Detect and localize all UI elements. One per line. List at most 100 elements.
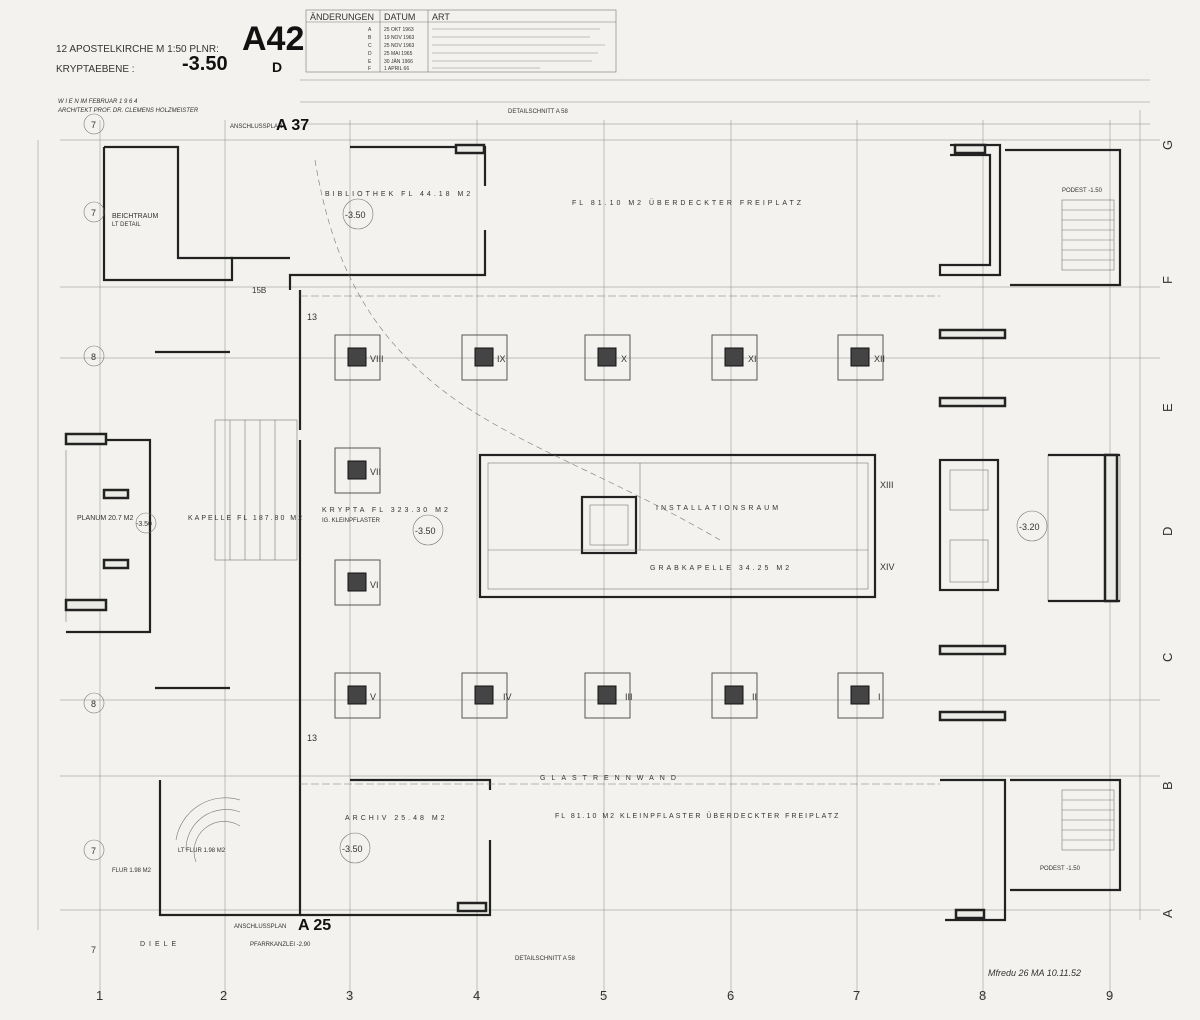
axis-row-label: E: [1160, 403, 1175, 412]
level-krypta: -3.50: [415, 526, 436, 536]
revision-header-type: ART: [432, 12, 450, 22]
revision-row-date: 30 JÄN 1966: [384, 58, 413, 65]
room-label-flur: FLUR 1.98 M2: [112, 868, 152, 874]
room-label-pfarrkanzlei: PFARRKANZLEI -2.90: [250, 942, 311, 948]
plan-number: A42: [242, 20, 304, 58]
pillar-label: X: [621, 354, 627, 364]
axis-col-label: 7: [853, 988, 860, 1003]
axis-mark: 7: [91, 945, 96, 955]
room-label-bibliothek: BIBLIOTHEK FL 44.18 M2: [325, 191, 473, 198]
pillar-label: XIV: [880, 562, 895, 572]
title-elevation: -3.50: [182, 53, 228, 75]
revision-row-num: C: [368, 43, 372, 49]
axis-mark: 8: [91, 352, 96, 362]
revision-row-date: 25 MAI 1965: [384, 51, 413, 57]
axis-col-label: 4: [473, 988, 480, 1003]
room-label-freiplatz-bottom: FL 81.10 M2 KLEINPFLASTER ÜBERDECKTER FR…: [555, 812, 840, 820]
label-podest-bottom: PODEST -1.50: [1040, 866, 1081, 872]
ref-a37: A 37: [276, 117, 309, 134]
pillar-labels: VIII IX X XI XII VII VI XIII XIV V IV II…: [370, 354, 895, 702]
row-axis-labels: G F E D C B A: [1160, 140, 1175, 918]
axis-row-label: C: [1160, 653, 1175, 662]
author-line-1: W I E N IM FEBRUAR 1 9 6 4: [58, 99, 138, 105]
pillar-label: XI: [748, 354, 757, 364]
title-line-2: KRYPTAEBENE :: [56, 64, 135, 75]
axis-col-label: 9: [1106, 988, 1113, 1003]
axis-row-label: D: [1160, 527, 1175, 536]
label-podest-top: PODEST -1.50: [1062, 188, 1103, 194]
room-label-kapelle: KAPELLE FL 187.80 M2: [188, 515, 304, 522]
revision-header-changes: ÄNDERUNGEN: [310, 12, 374, 22]
room-label-installation: INSTALLATIONSRAUM: [656, 505, 781, 512]
axis-col-label: 6: [727, 988, 734, 1003]
ref-13-top: 13: [307, 312, 317, 322]
room-label-freiplatz-top: FL 81.10 M2 ÜBERDECKTER FREIPLATZ: [572, 199, 804, 207]
ref-detailschnitt-top: DETAILSCHNITT A 58: [508, 109, 568, 115]
level-east: -3.20: [1019, 522, 1040, 532]
plan-references: ANSCHLUSSPLAN : A 37 ANSCHLUSSPLAN A 25 …: [230, 109, 575, 962]
room-label-planum: PLANUM 20.7 M2: [77, 515, 134, 522]
pillar-label: V: [370, 692, 376, 702]
axis-col-label: 2: [220, 988, 227, 1003]
revision-row-date: 25 NOV 1963: [384, 43, 415, 49]
axis-col-label: 5: [600, 988, 607, 1003]
axis-row-label: G: [1160, 140, 1175, 150]
revision-row-num: D: [368, 51, 372, 57]
level-kapelle: -3.50: [136, 521, 152, 528]
pillar-label: XIII: [880, 480, 894, 490]
axis-row-label: B: [1160, 781, 1175, 790]
axis-mark: 7: [91, 846, 96, 856]
ref-anschlussplan-bottom: ANSCHLUSSPLAN: [234, 924, 286, 930]
archive-stamp: Mfredu 26 MA 10.11.52: [988, 968, 1081, 978]
central-rooms: [102, 419, 1121, 603]
axis-col-label: 1: [96, 988, 103, 1003]
pillar-label: II: [752, 692, 757, 702]
title-line-1: 12 APOSTELKIRCHE M 1:50 PLNR:: [56, 44, 219, 55]
revision-header-date: DATUM: [384, 12, 415, 22]
axis-mark: 7: [91, 208, 96, 218]
axis-mark: 8: [91, 699, 96, 709]
axis-col-label: 8: [979, 988, 986, 1003]
room-label-beichtraum-detail: LT DETAIL: [112, 222, 141, 228]
axis-mark: 7: [91, 120, 96, 130]
left-axis-marks: 7 7 8 8 7 7: [83, 113, 105, 955]
room-label-krypta: KRYPTA FL 323.30 M2: [322, 507, 451, 514]
ref-15b: 15B: [252, 286, 266, 295]
pillar-label: XII: [874, 354, 885, 364]
pillar-label: I: [878, 692, 881, 702]
ref-anschlussplan-top: ANSCHLUSSPLAN :: [230, 124, 286, 130]
revision-row-date: 19 NOV 1963: [384, 35, 415, 41]
dimension-grid: [37, 79, 1160, 1000]
ref-detailschnitt-bottom: DETAILSCHNITT A 58: [515, 956, 575, 962]
column-axis-labels: 1 2 3 4 5 6 7 8 9: [96, 988, 1113, 1003]
revision-row-num: A: [368, 27, 372, 33]
building-walls: [64, 143, 1122, 922]
room-label-diele: DIELE: [140, 941, 180, 948]
revision-row-num: E: [368, 59, 372, 65]
room-label-lt-flur: LT FLUR 1.98 M2: [178, 848, 226, 854]
level-bibliothek: -3.50: [345, 210, 366, 220]
revision-row-num: F: [368, 66, 371, 72]
ref-13-bottom: 13: [307, 733, 317, 743]
pillar-label: IV: [503, 692, 512, 702]
level-archiv: -3.50: [342, 844, 363, 854]
level-markers: -3.50 -3.50 -3.20 -3.50 -3.50: [135, 198, 1048, 864]
axis-row-label: F: [1160, 276, 1175, 284]
revision-table: ÄNDERUNGEN DATUM ART A 25 OKT 1963 B 19 …: [305, 9, 617, 73]
revision-row-num: B: [368, 35, 372, 41]
revision-letter: D: [272, 59, 282, 75]
room-label-grabkapelle: GRABKAPELLE 34.25 M2: [650, 565, 792, 572]
pillar-label: VI: [370, 580, 379, 590]
pillar-label: III: [625, 692, 633, 702]
pillar-label: VIII: [370, 354, 384, 364]
revision-row-date: 1 APRIL 66: [384, 66, 409, 72]
glass-walls: [300, 159, 940, 785]
pillars: [334, 334, 884, 719]
title-block: 12 APOSTELKIRCHE M 1:50 PLNR: KRYPTAEBEN…: [56, 20, 304, 114]
room-label-krypta-floor: IG. KLEINPFLASTER: [322, 518, 381, 524]
room-labels: BIBLIOTHEK FL 44.18 M2 FL 81.10 M2 ÜBERD…: [77, 188, 1103, 948]
room-label-beichtraum: BEICHTRAUM: [112, 213, 158, 220]
axis-col-label: 3: [346, 988, 353, 1003]
